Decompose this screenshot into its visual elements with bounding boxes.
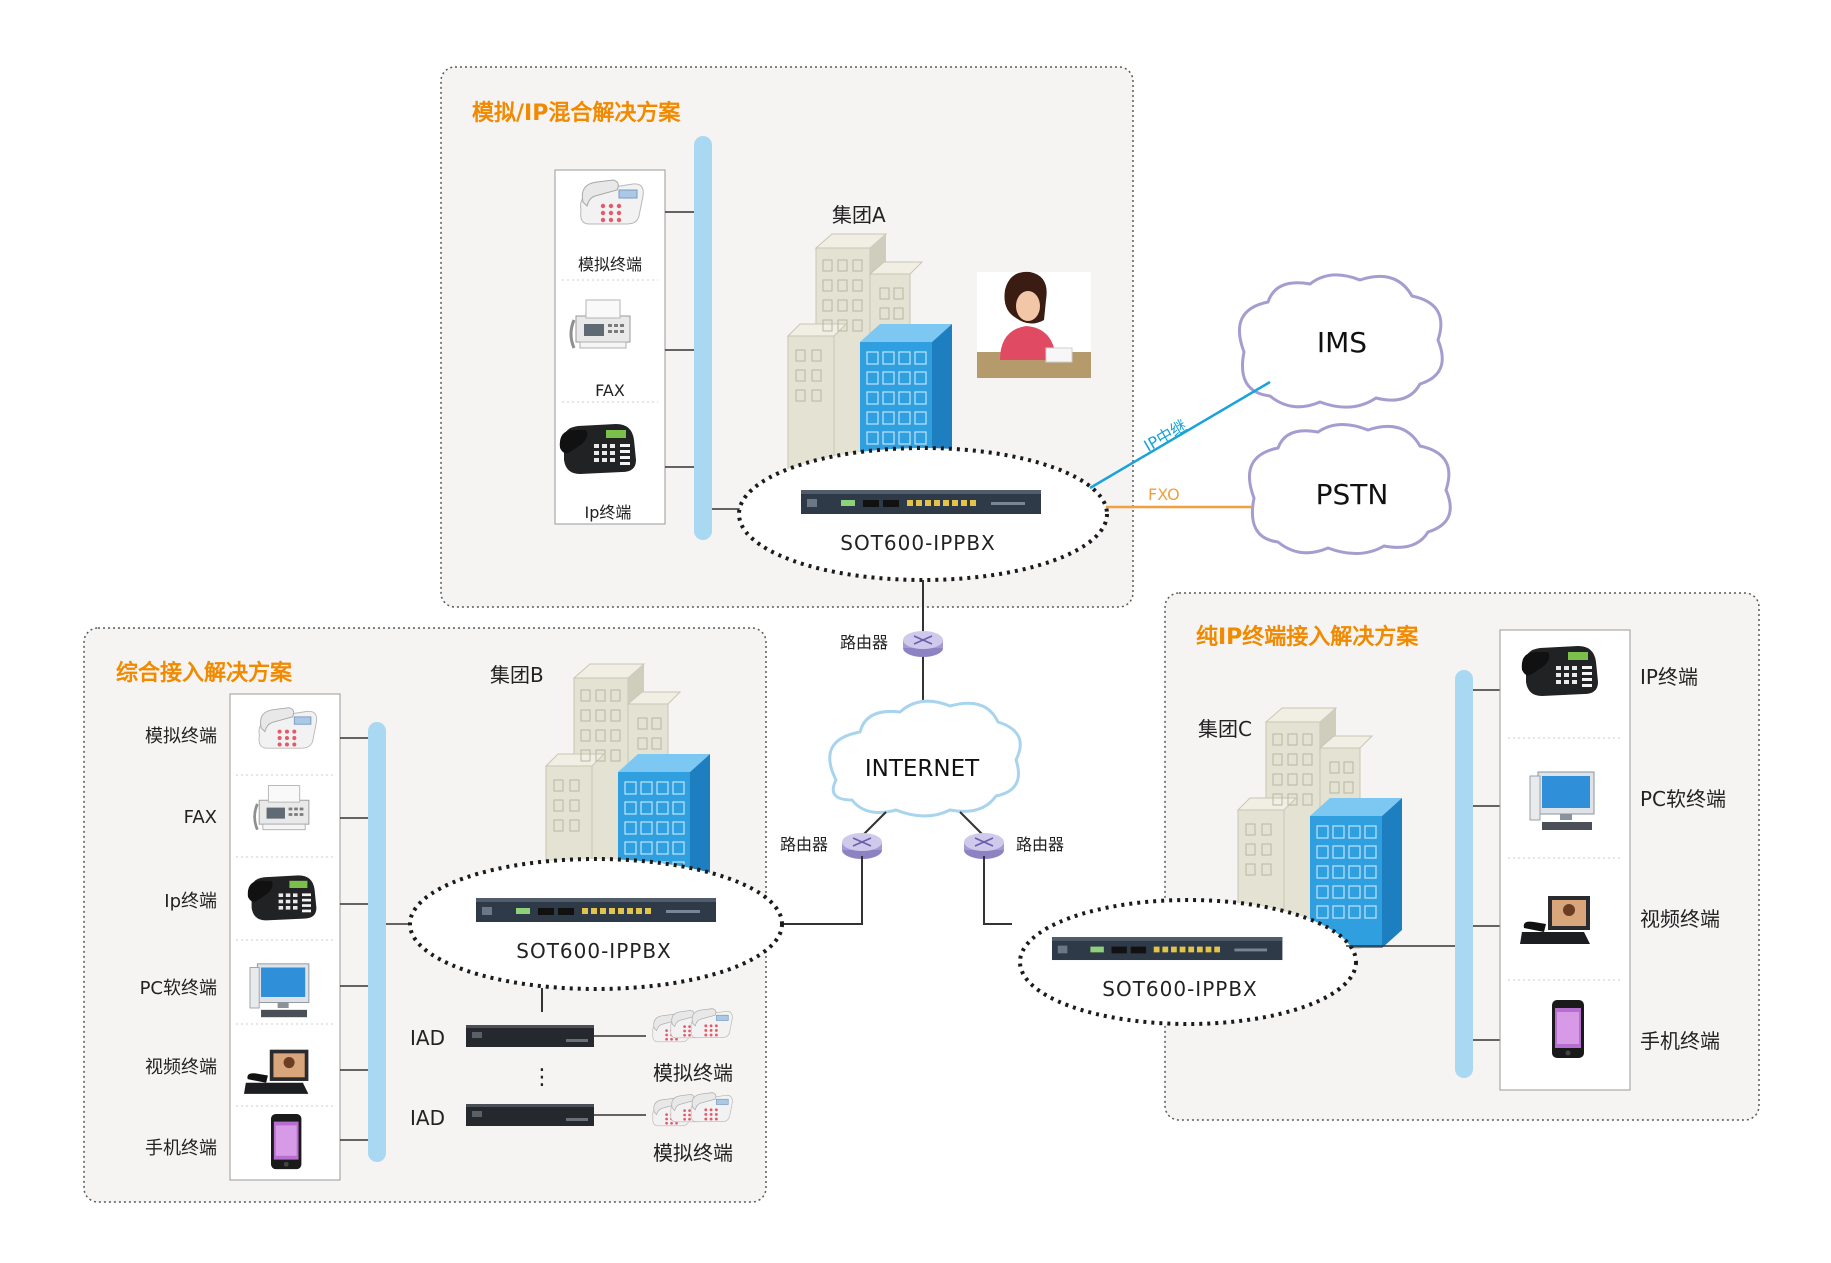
iad-phones-label-2: 模拟终端 [653, 1141, 733, 1165]
fxo-label: FXO [1148, 485, 1180, 504]
ip-phone-icon [1521, 646, 1598, 696]
router-right-icon [963, 832, 1005, 860]
pstn-label: PSTN [1316, 478, 1389, 511]
right-terminal-label-1: PC软终端 [1640, 787, 1726, 811]
ip-phone-icon [559, 424, 636, 474]
pbx-a-label: SOT600-IPPBX [840, 531, 996, 555]
pbx-c-device-icon [1052, 937, 1283, 961]
iad-device-icon [466, 1025, 594, 1047]
right-terminal-label-2: 视频终端 [1640, 907, 1720, 931]
analog-phone-icon [258, 707, 318, 749]
mobile-phone-icon [271, 1114, 302, 1170]
left-terminal-label-5: 手机终端 [145, 1138, 217, 1159]
router-top-label: 路由器 [840, 633, 888, 652]
top-terminal-label-2: Ip终端 [585, 503, 632, 522]
left-terminal-label-3: PC软终端 [140, 978, 217, 999]
ip-trunk-label: IP中继 [1141, 416, 1191, 456]
iad-phones-label-1: 模拟终端 [653, 1061, 733, 1085]
ims-cloud-icon: IMS [1238, 273, 1444, 409]
ip-phone-icon [247, 875, 317, 921]
left-bus-bar [368, 722, 386, 1162]
group-c-label: 集团C [1198, 717, 1252, 741]
iad-label-2: IAD [410, 1106, 445, 1130]
left-terminal-box [229, 693, 341, 1181]
group-b-label: 集团B [490, 663, 544, 687]
iad-device-icon [466, 1104, 594, 1126]
pstn-cloud-icon: PSTN [1248, 423, 1452, 555]
top-terminal-label-1: FAX [595, 381, 625, 400]
iad-label-1: IAD [410, 1026, 445, 1050]
mobile-phone-icon [1552, 1000, 1584, 1058]
left-terminal-label-2: Ip终端 [164, 891, 217, 912]
right-bus-bar [1455, 670, 1473, 1078]
pbx-c-label: SOT600-IPPBX [1102, 977, 1258, 1001]
pbx-a-device-icon [801, 490, 1041, 514]
pbx-a-boundary [737, 446, 1109, 582]
pbx-b-boundary [408, 857, 784, 991]
internet-label: INTERNET [865, 756, 980, 782]
iad-ellipsis: ⋮ [531, 1065, 553, 1090]
right-terminal-label-3: 手机终端 [1640, 1029, 1720, 1053]
top-bus-bar [694, 136, 712, 540]
panel-right-title: 纯IP终端接入解决方案 [1196, 624, 1419, 650]
operator-icon [977, 271, 1091, 378]
ims-label: IMS [1317, 326, 1367, 359]
router-left-icon [841, 832, 883, 860]
router-top-icon [902, 630, 944, 658]
top-terminal-label-0: 模拟终端 [578, 255, 642, 274]
pbx-b-label: SOT600-IPPBX [516, 939, 672, 963]
right-terminal-label-0: IP终端 [1640, 665, 1698, 689]
left-terminal-label-1: FAX [184, 807, 217, 828]
pbx-b-device-icon [476, 898, 716, 922]
panel-left-title: 综合接入解决方案 [116, 660, 293, 686]
router-right-label: 路由器 [1016, 835, 1064, 854]
left-terminal-label-0: 模拟终端 [145, 726, 217, 747]
left-terminal-label-4: 视频终端 [145, 1057, 217, 1078]
analog-phone-icon [580, 179, 644, 225]
ip-trunk-link [1089, 380, 1271, 490]
router-left-label: 路由器 [780, 835, 828, 854]
internet-cloud-icon: INTERNET [828, 699, 1022, 818]
group-a-label: 集团A [832, 203, 886, 227]
panel-top-title: 模拟/IP混合解决方案 [472, 100, 681, 126]
pbx-c-boundary [1018, 898, 1358, 1026]
